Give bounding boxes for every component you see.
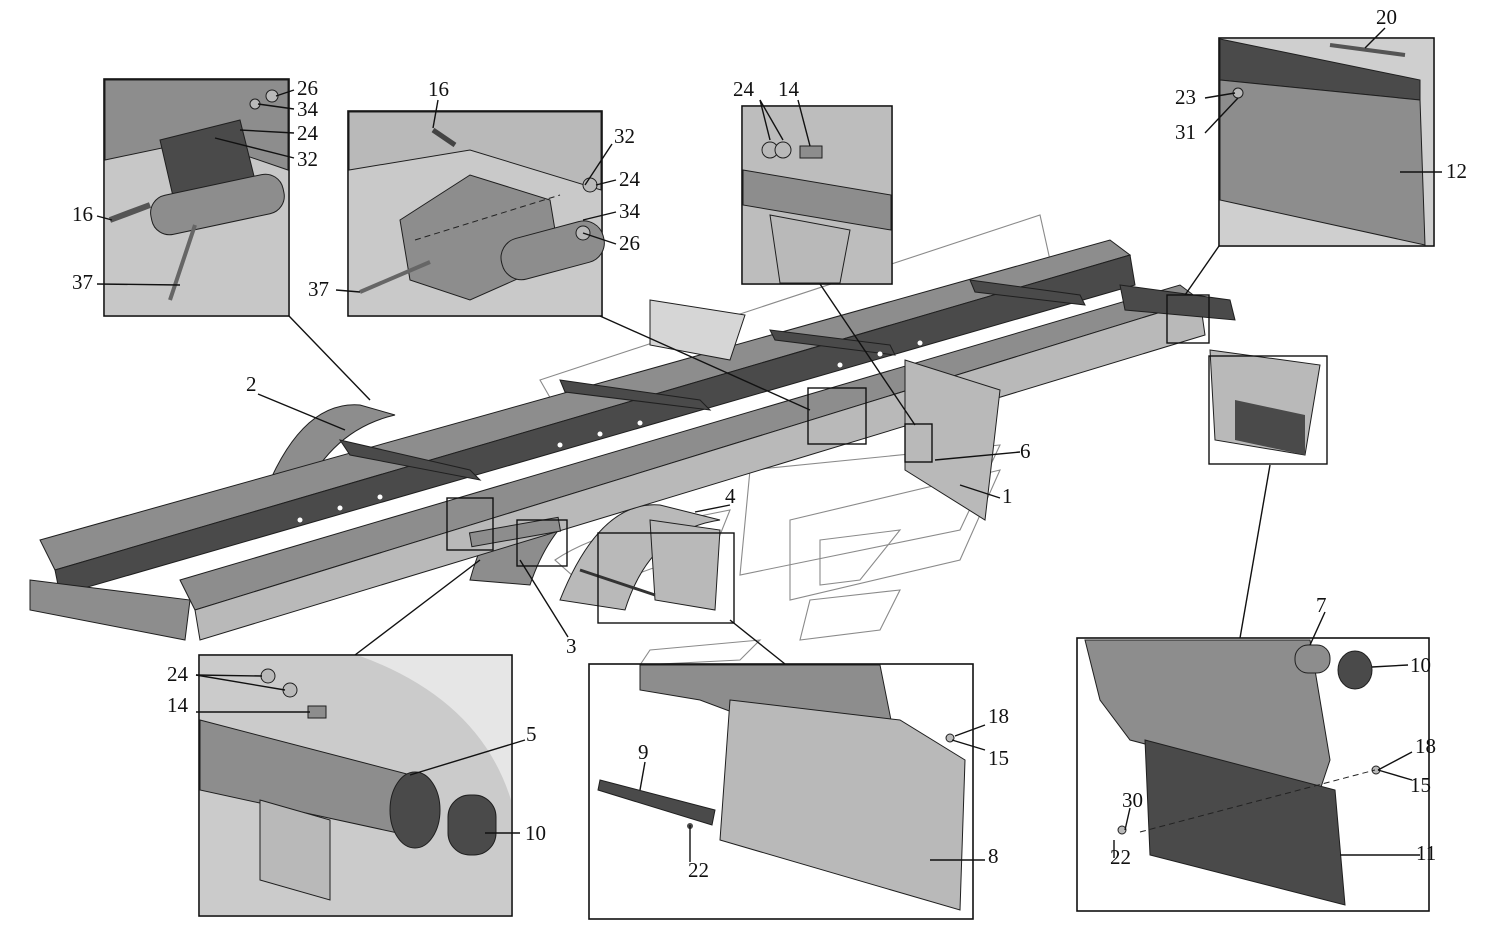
detail-top-mid [347, 110, 605, 317]
label-frame-6: 6 [1020, 439, 1031, 463]
detail-top-center [741, 105, 893, 285]
label-br-10: 10 [1410, 653, 1431, 677]
label-tl-32: 32 [297, 147, 318, 171]
label-tr-12: 12 [1446, 159, 1467, 183]
label-tm-34: 34 [619, 199, 641, 223]
label-bl-24: 24 [167, 662, 189, 686]
label-tr-31: 31 [1175, 120, 1196, 144]
label-tm-32: 32 [614, 124, 635, 148]
label-bm-18: 18 [988, 704, 1009, 728]
label-tm-37: 37 [308, 277, 329, 301]
label-frame-3: 3 [566, 634, 577, 658]
label-bm-8: 8 [988, 844, 999, 868]
label-tm-16: 16 [428, 77, 449, 101]
label-frame-2: 2 [246, 372, 257, 396]
label-tl-26: 26 [297, 76, 318, 100]
label-frame-4: 4 [725, 484, 736, 508]
label-tl-37: 37 [72, 270, 93, 294]
label-bm-9: 9 [638, 740, 649, 764]
label-tm-26: 26 [619, 231, 640, 255]
leader-lines [96, 27, 1442, 862]
label-br-7: 7 [1316, 593, 1327, 617]
label-bl-14: 14 [167, 693, 189, 717]
part-labels: 2 3 4 6 1 26 34 24 32 16 37 16 32 24 34 … [72, 5, 1467, 882]
label-bl-10: 10 [525, 821, 546, 845]
label-bl-5: 5 [526, 722, 537, 746]
label-tr-20: 20 [1376, 5, 1397, 29]
label-br-18: 18 [1415, 734, 1436, 758]
label-br-15: 15 [1410, 773, 1431, 797]
label-frame-1: 1 [1002, 484, 1013, 508]
label-tm-24: 24 [619, 167, 641, 191]
label-br-11: 11 [1416, 841, 1436, 865]
detail-bottom-right [1076, 637, 1430, 912]
label-tc-14: 14 [778, 77, 800, 101]
label-tr-23: 23 [1175, 85, 1196, 109]
label-br-30: 30 [1122, 788, 1143, 812]
chassis-frame [29, 214, 1321, 666]
label-tc-24: 24 [733, 77, 755, 101]
label-bm-15: 15 [988, 746, 1009, 770]
label-bm-22: 22 [688, 858, 709, 882]
detail-top-right [1218, 37, 1435, 247]
label-br-22: 22 [1110, 845, 1131, 869]
detail-top-left [103, 78, 290, 317]
detail-bottom-mid [588, 663, 974, 920]
detail-bottom-left [198, 654, 513, 917]
label-tl-24: 24 [297, 121, 319, 145]
label-tl-16: 16 [72, 202, 93, 226]
label-tl-34: 34 [297, 97, 319, 121]
